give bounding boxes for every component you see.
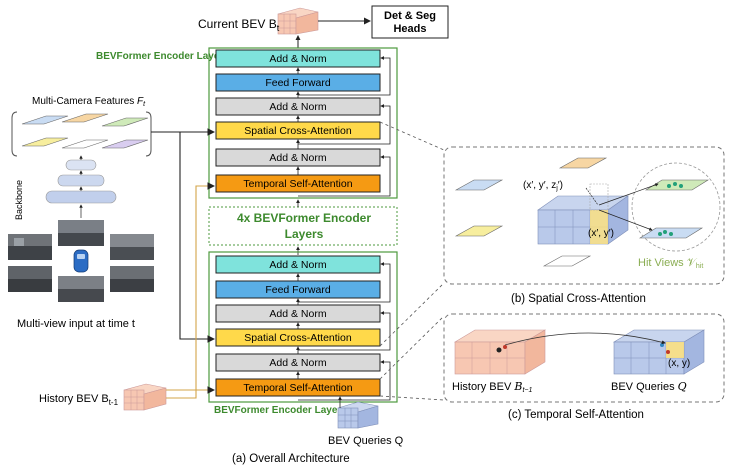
- panel-c-history-bev: [453, 329, 547, 375]
- feature-plane-blue: [21, 115, 69, 125]
- bev-queries-panel-label: BEV Queries Q: [611, 380, 687, 393]
- spatial-caption: (b) Spatial Cross-Attention: [511, 293, 646, 305]
- point-3d-label: (x′, y′, zj′): [523, 180, 563, 192]
- point-2d-label: (x′, y′): [588, 228, 614, 239]
- backbone-stage: [45, 190, 117, 204]
- right-bracket: [145, 111, 152, 157]
- add-norm-block: [215, 49, 381, 68]
- feature-plane-orange: [61, 113, 109, 123]
- bev-queries-grid: [337, 401, 379, 429]
- left-bracket: [11, 111, 18, 157]
- feature-plane-green: [101, 117, 149, 127]
- heads-line2: Heads: [393, 23, 426, 35]
- panel-b-bev-cube: [537, 183, 629, 245]
- temporal-caption: (c) Temporal Self-Attention: [508, 409, 644, 421]
- svg-text:Temporal Self-Attention: Temporal Self-Attention: [243, 382, 352, 394]
- svg-text:Spatial Cross-Attention: Spatial Cross-Attention: [244, 332, 352, 344]
- encoder-layer-title-top: BEVFormer Encoder Layer: [96, 51, 223, 62]
- feature-plane-purple: [101, 139, 149, 149]
- bev-queries-label: BEV Queries Q: [328, 435, 404, 447]
- current-bev-grid: [277, 7, 319, 35]
- svg-text:Temporal Self-Attention: Temporal Self-Attention: [243, 178, 352, 190]
- view-plane: [454, 179, 504, 191]
- svg-text:Add & Norm: Add & Norm: [269, 357, 326, 369]
- view-plane: [542, 255, 592, 267]
- view-plane: [454, 225, 504, 237]
- hit-views-circle: [631, 162, 721, 252]
- svg-text:Add & Norm: Add & Norm: [269, 101, 326, 113]
- history-bev-grid: [123, 383, 167, 411]
- hit-views-label: Hit Views 𝒱hit: [638, 256, 703, 270]
- panel-c-bev-queries: [612, 329, 706, 375]
- svg-text:Feed Forward: Feed Forward: [265, 77, 331, 89]
- svg-text:Feed Forward: Feed Forward: [265, 284, 331, 296]
- det-seg-heads-box: [371, 5, 449, 39]
- repeat-line2: Layers: [285, 227, 324, 241]
- svg-text:Add & Norm: Add & Norm: [269, 259, 326, 271]
- spatial-cross-attention-panel: [443, 146, 725, 285]
- history-bev-label: History BEV Bt-1: [39, 393, 119, 407]
- repeat-line1: 4x BEVFormer Encoder: [237, 211, 371, 225]
- svg-text:Spatial Cross-Attention: Spatial Cross-Attention: [244, 125, 352, 137]
- backbone-label: Backbone: [14, 180, 24, 220]
- backbone-stage: [57, 174, 105, 187]
- encoder-layer-bottom-frame: [208, 251, 398, 403]
- camera-images: [8, 220, 154, 302]
- heads-line1: Det & Seg: [384, 10, 436, 22]
- svg-text:Add & Norm: Add & Norm: [269, 308, 326, 320]
- overall-caption: (a) Overall Architecture: [232, 453, 350, 465]
- encoder-layer-title-bottom: BEVFormer Encoder Layer: [214, 405, 341, 416]
- repeat-box: [208, 206, 398, 246]
- svg-text:Add & Norm: Add & Norm: [269, 53, 326, 65]
- feature-plane-yellow: [21, 137, 69, 147]
- feature-plane-white: [61, 139, 109, 149]
- current-bev-label: Current BEV Bt: [198, 17, 280, 33]
- multi-view-input-label: Multi-view input at time t: [17, 318, 135, 330]
- backbone-stage: [65, 159, 97, 171]
- history-bev-panel-label: History BEV Bt−1: [452, 380, 532, 394]
- multi-camera-label: Multi-Camera Features Ft: [32, 96, 146, 108]
- temporal-self-attention-panel: [443, 313, 725, 403]
- svg-text:Add & Norm: Add & Norm: [269, 152, 326, 164]
- point-xy-label: (x, y): [668, 358, 690, 369]
- view-plane: [558, 157, 608, 169]
- encoder-layer-top-frame: [208, 47, 398, 199]
- add-norm-block: [215, 255, 381, 274]
